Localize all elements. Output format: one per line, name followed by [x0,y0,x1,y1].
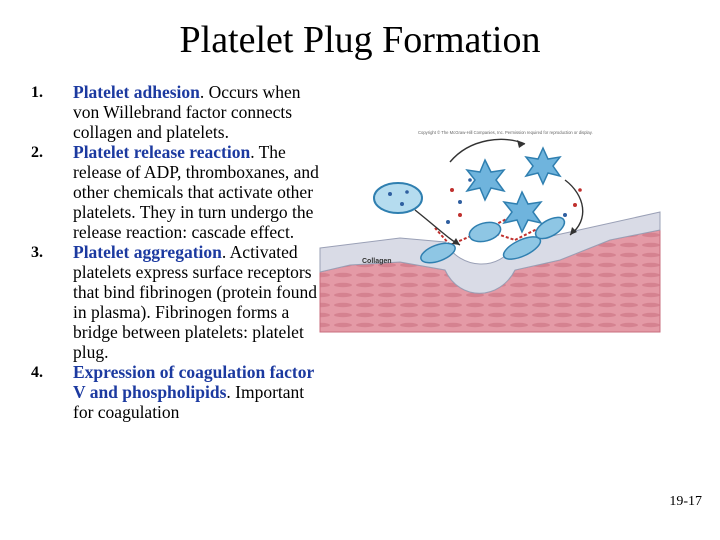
term-coagulation-factor: Expression of coagulation factor V and p… [73,362,314,402]
activated-platelets [465,146,562,234]
copyright-text: Copyright © The McGraw-Hill Companies, I… [418,130,593,135]
list-number: 1. [31,84,43,101]
platelet-granules [388,190,409,206]
platelet-plug-illustration: Copyright © The McGraw-Hill Companies, I… [310,120,680,340]
list-number: 4. [31,364,43,381]
list-item-aggregation: 3. Platelet aggregation. Activated plate… [28,242,328,362]
list-item-release-reaction: 2. Platelet release reaction. The releas… [28,142,328,242]
term-platelet-aggregation: Platelet aggregation [73,242,222,262]
term-platelet-adhesion: Platelet adhesion [73,82,200,102]
smooth-muscle-texture [320,230,660,332]
list-number: 2. [31,144,43,161]
slide-number: 19-17 [669,494,702,509]
numbered-list: 1. Platelet adhesion. Occurs when von Wi… [28,82,328,422]
item-text: . Occurs when von Willebrand factor conn… [73,82,301,142]
resting-platelet [373,182,423,214]
item-text: . Important for coagulation [73,382,305,422]
adhered-platelets [420,216,566,264]
list-number: 3. [31,244,43,261]
slide-title: Platelet Plug Formation [179,19,541,61]
illustration-svg: Copyright © The McGraw-Hill Companies, I… [319,130,661,333]
collagen-label: Collagen [362,258,392,265]
item-text: . The release of ADP, thromboxanes, and … [73,142,319,242]
released-chemicals [446,178,582,224]
list-item-adhesion: 1. Platelet adhesion. Occurs when von Wi… [28,82,328,142]
arrow-heads [452,140,577,245]
list-item-coagulation: 4. Expression of coagulation factor V an… [28,362,328,422]
item-text: . Activated platelets express surface re… [73,242,317,362]
term-release-reaction: Platelet release reaction [73,142,251,162]
